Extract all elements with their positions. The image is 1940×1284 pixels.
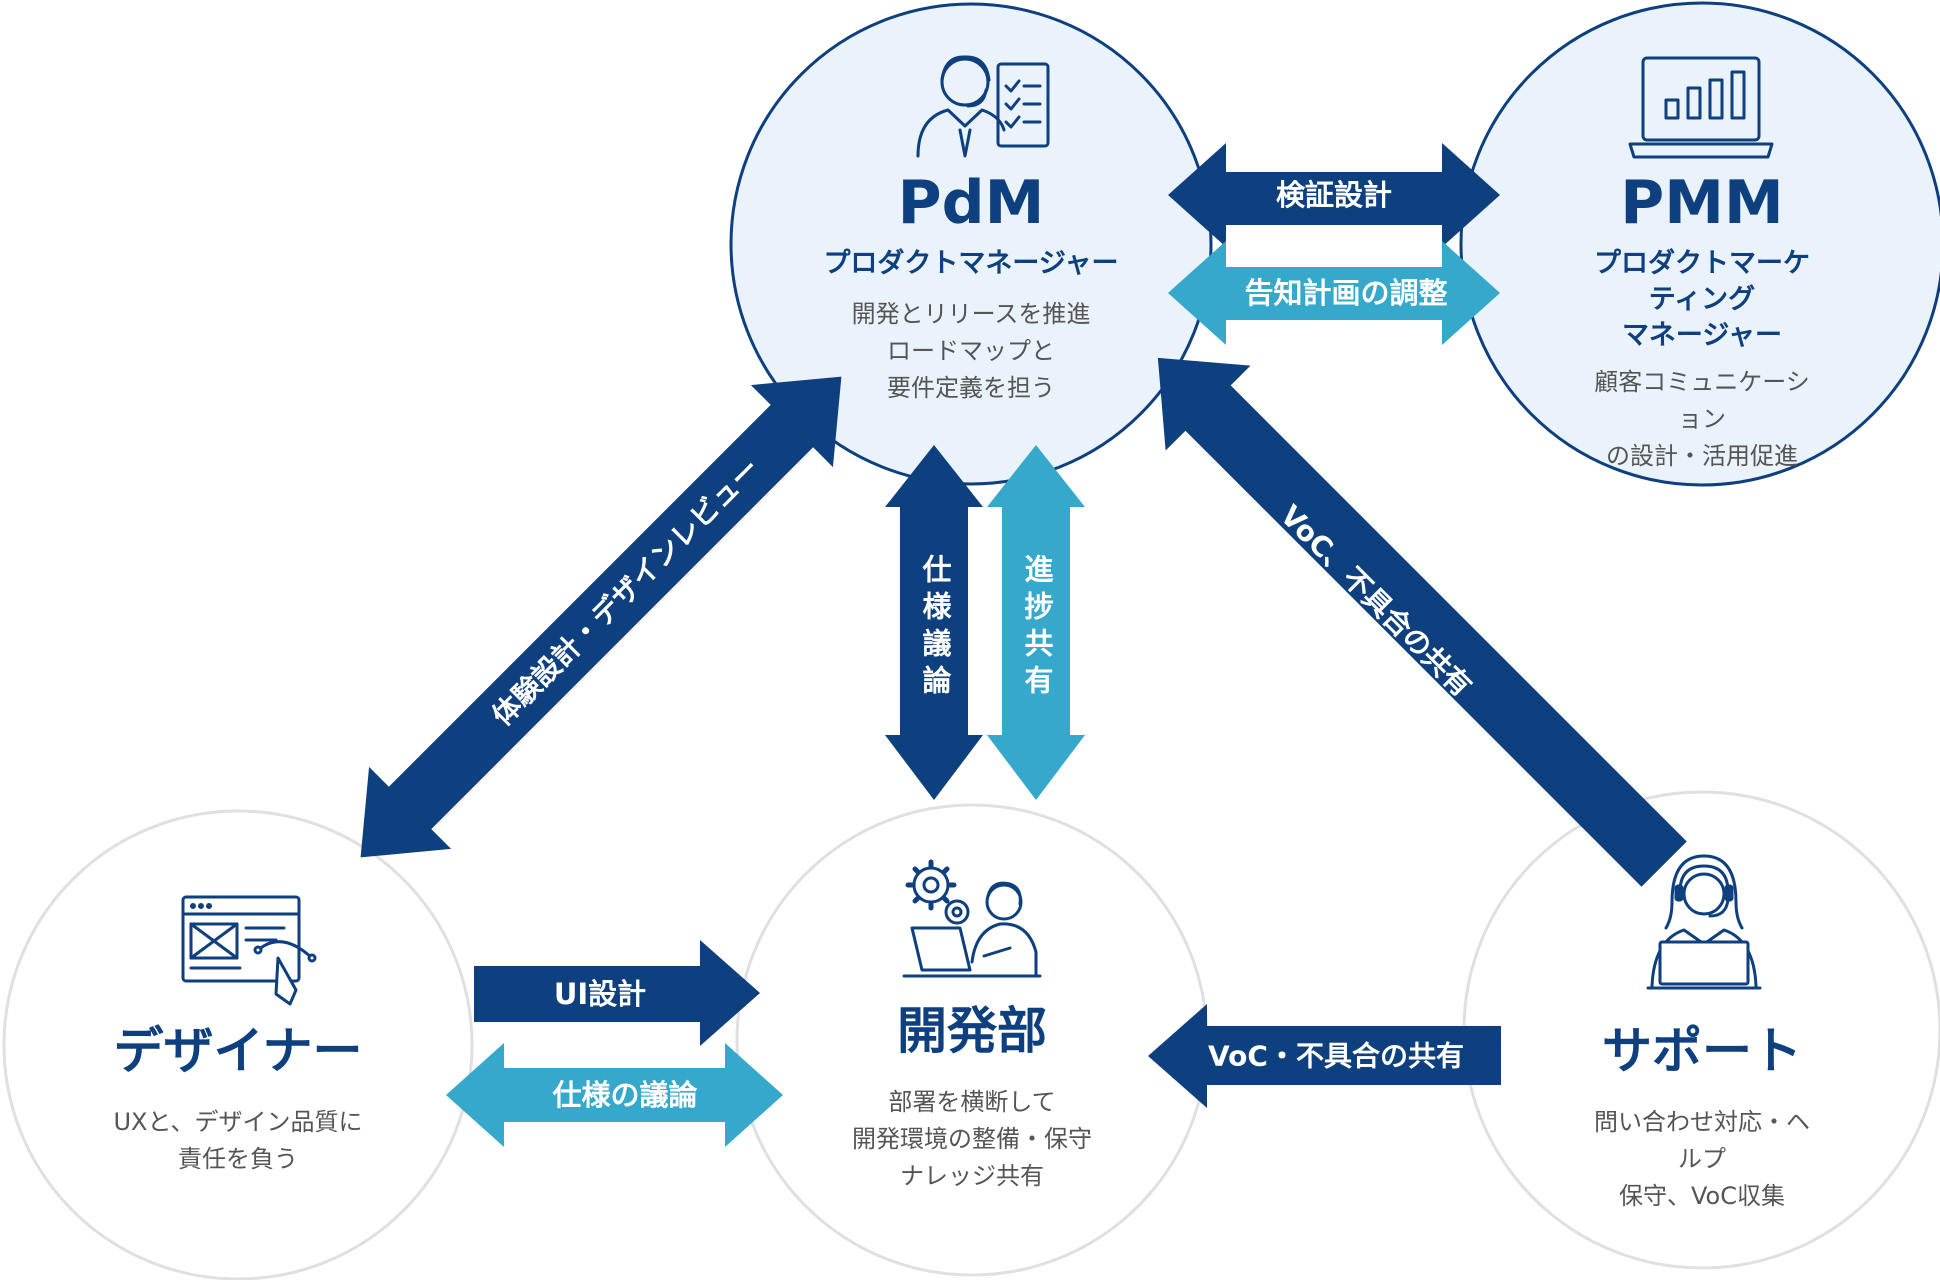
pdm-description: 開発とリリースを推進 ロードマップと 要件定義を担う xyxy=(851,300,1091,402)
pmm-description: 顧客コミュニケーション の設計・活用促進 xyxy=(1594,368,1810,470)
arrow-pdm-designer xyxy=(360,376,842,858)
dev-description: 部署を横断して 開発環境の整備・保守 ナレッジ共有 xyxy=(852,1088,1092,1190)
label-pdm-dev-progress: 進捗共有 xyxy=(1020,554,1054,702)
designer-title: デザイナー xyxy=(113,1022,363,1080)
dev-text-block: 開発部 部署を横断して 開発環境の整備・保守 ナレッジ共有 xyxy=(852,1000,1092,1195)
label-pdm-pmm-announce: 告知計画の調整 xyxy=(1244,276,1447,310)
label-pdm-pmm-verify: 検証設計 xyxy=(1276,178,1392,212)
pmm-title: PMM xyxy=(1620,168,1784,238)
developer-gears-icon xyxy=(902,859,1042,978)
arrow-pdm-dev-spec xyxy=(885,445,983,800)
support-text-block: サポート 問い合わせ対応・ヘルプ 保守、VoC収集 xyxy=(1583,1020,1821,1215)
pdm-circle xyxy=(729,2,1213,486)
pdm-subtitle: プロダクトマネージャー xyxy=(823,248,1119,279)
designer-description: UXと、デザイン品質に 責任を負う xyxy=(113,1108,363,1173)
wireframe-pen-tool-icon xyxy=(181,895,317,1006)
label-designer-dev-spec: 仕様の議論 xyxy=(551,1078,697,1112)
product-manager-checklist-icon xyxy=(916,55,1050,158)
pmm-circle xyxy=(1459,1,1940,487)
arrow-pdm-pmm-announce xyxy=(1168,241,1500,345)
pmm-text-block: PMM プロダクトマーケティング マネージャー 顧客コミュニケーション の設計・… xyxy=(1583,168,1821,475)
headset-operator-icon xyxy=(1646,854,1762,990)
pmm-subtitle: プロダクトマーケティング マネージャー xyxy=(1594,248,1810,351)
label-support-dev: VoC・不具合の共有 xyxy=(1208,1040,1464,1073)
label-designer-dev-ui: UI設計 xyxy=(554,977,646,1011)
arrow-support-dev xyxy=(1148,1004,1501,1108)
label-pdm-designer: 体験設計・デザインレビュー xyxy=(486,452,767,733)
arrow-designer-dev-spec xyxy=(446,1043,783,1147)
laptop-chart-icon xyxy=(1628,56,1774,159)
support-title: サポート xyxy=(1602,1022,1802,1080)
label-pdm-dev-spec: 仕様議論 xyxy=(918,554,953,702)
pdm-title: PdM xyxy=(897,168,1045,238)
arrow-pdm-dev-progress xyxy=(987,445,1085,800)
dev-title: 開発部 xyxy=(897,1002,1047,1060)
arrow-pdm-pmm-verify xyxy=(1168,143,1500,247)
designer-circle xyxy=(2,809,474,1281)
label-support-pdm: VoC、不具合の共有 xyxy=(1274,499,1478,703)
arrow-designer-dev-ui xyxy=(474,940,760,1046)
pdm-text-block: PdM プロダクトマネージャー 開発とリリースを推進 ロードマップと 要件定義を… xyxy=(823,168,1118,407)
arrow-support-pdm xyxy=(1157,357,1687,887)
support-description: 問い合わせ対応・ヘルプ 保守、VoC収集 xyxy=(1594,1108,1810,1210)
designer-text-block: デザイナー UXと、デザイン品質に 責任を負う xyxy=(113,1020,362,1178)
